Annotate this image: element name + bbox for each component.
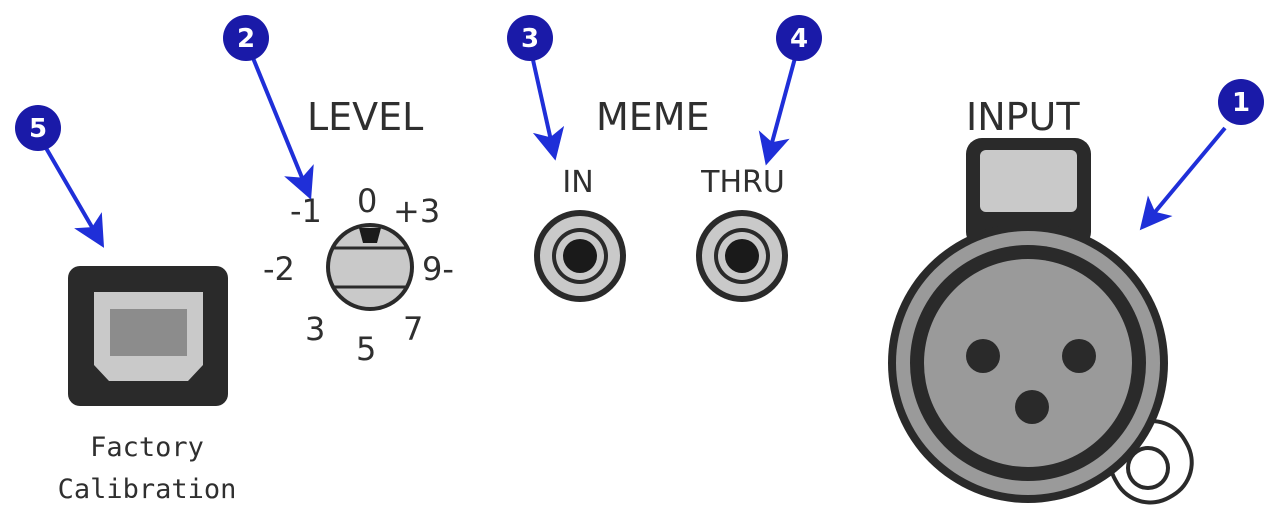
- meme-in-label: IN: [562, 165, 593, 200]
- arrow-3: [531, 59, 565, 161]
- badge-3-number: 3: [521, 24, 539, 54]
- meme-label: MEME: [596, 95, 710, 139]
- meme-in-jack-icon: [534, 210, 626, 302]
- badge-1-number: 1: [1232, 88, 1250, 118]
- dial-mark-minus1: -1: [290, 192, 322, 230]
- dial-mark-five: 5: [356, 330, 376, 368]
- badge-4-number: 4: [790, 24, 808, 54]
- factory-label-line1: Factory: [90, 432, 204, 463]
- level-label: LEVEL: [307, 95, 423, 139]
- dial-mark-nine: 9-: [422, 250, 454, 288]
- meme-thru-label: THRU: [700, 165, 785, 200]
- arrow-2: [251, 57, 314, 200]
- dial-mark-plus3: +3: [393, 192, 440, 230]
- badge-5: 5: [15, 105, 61, 151]
- input-label: INPUT: [966, 95, 1080, 139]
- arrow-1: [1139, 126, 1227, 231]
- arrow-5: [44, 146, 105, 248]
- dial-mark-seven: 7: [403, 310, 423, 348]
- badge-1: 1: [1218, 79, 1264, 125]
- dial-mark-zero: 0: [357, 182, 377, 220]
- factory-label-line2: Calibration: [58, 474, 237, 505]
- badge-2-number: 2: [237, 24, 255, 54]
- meme-thru-jack-icon: [696, 210, 788, 302]
- dial-mark-minus2: -2: [263, 250, 295, 288]
- badge-5-number: 5: [29, 114, 47, 144]
- level-dial-knob: [326, 223, 414, 311]
- usb-b-port-icon: [68, 266, 228, 406]
- badge-3: 3: [507, 15, 553, 61]
- badge-2: 2: [223, 15, 269, 61]
- dial-mark-three: 3: [305, 310, 325, 348]
- xlr-input-connector-icon: [888, 138, 1194, 505]
- badge-4: 4: [776, 15, 822, 61]
- arrow-4: [758, 57, 797, 166]
- callout-arrows: [44, 57, 1227, 248]
